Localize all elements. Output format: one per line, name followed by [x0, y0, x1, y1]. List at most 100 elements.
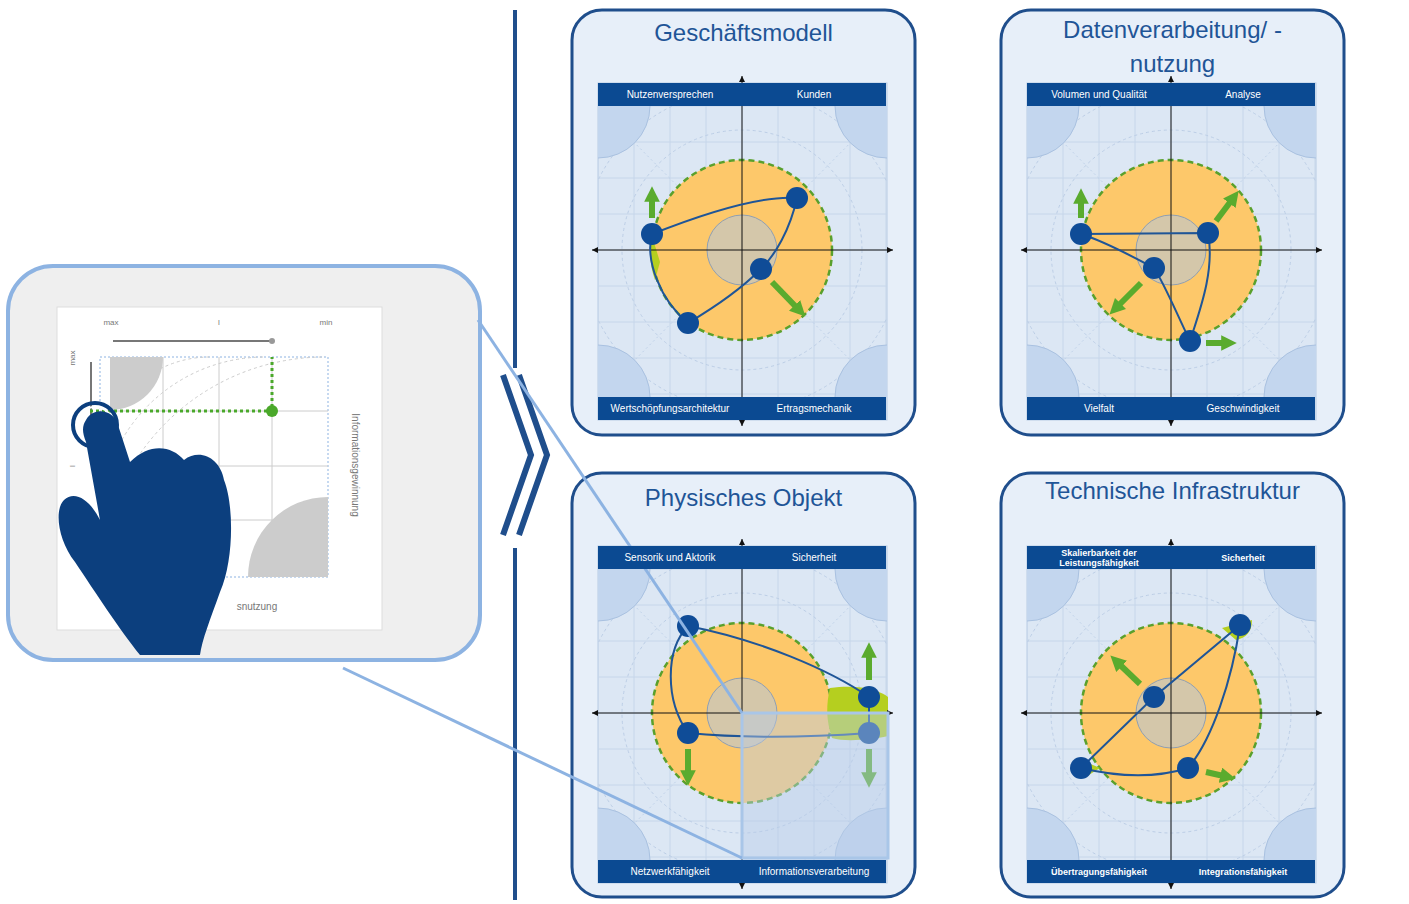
- chart-graphic: [1316, 247, 1322, 253]
- dimension-band: Vielfalt: [1027, 397, 1171, 420]
- chart-card: Technische InfrastrukturSkalierbarkeit d…: [1001, 473, 1344, 897]
- chart-graphic: [1063, 106, 1064, 397]
- zoom-leader: [478, 320, 742, 713]
- chart-graphic: [598, 808, 650, 860]
- chart-graphic: [1264, 106, 1316, 158]
- chart-grid: [1027, 569, 1316, 860]
- profile-point: [1070, 757, 1092, 779]
- dimension-label: Wertschöpfungsarchitektur: [611, 404, 730, 414]
- chart-graphic: [1279, 569, 1280, 860]
- card-title: Technische Infrastruktur: [1001, 474, 1344, 508]
- card-title-text: Geschäftsmodell: [609, 16, 879, 50]
- profile-point: [1197, 222, 1219, 244]
- mini-corner: [248, 497, 328, 577]
- chart-graphic: [1264, 569, 1316, 621]
- chart-graphic: [1316, 710, 1322, 716]
- mini-corner: [110, 357, 163, 410]
- chevron: [519, 375, 547, 535]
- chart-graphic: [1027, 569, 1316, 860]
- chart-grid: [598, 106, 887, 397]
- profile-point: [1070, 223, 1092, 245]
- chart-graphic: [887, 247, 893, 253]
- divider: [513, 10, 517, 368]
- chart-graphic: [592, 247, 598, 253]
- chart-graphic: [1171, 76, 1172, 426]
- chart-graphic: [1279, 106, 1280, 397]
- chart-grid: [1027, 106, 1316, 397]
- chart-graphic: [598, 345, 650, 397]
- dimension-label: Volumen und Qualität: [1051, 90, 1147, 100]
- chart-graphic: [742, 76, 743, 426]
- dimension-band: Integrationsfähigkeit: [1171, 860, 1315, 883]
- direction-arrow: [1116, 661, 1140, 684]
- profile-point: [1143, 257, 1165, 279]
- chart-graphic: [1168, 883, 1174, 889]
- card-title: Datenverarbeitung/ -nutzung: [1001, 13, 1344, 81]
- dimension-label: Skalierbarkeit der Leistungsfähigkeit: [1030, 548, 1168, 568]
- mini-selection: [90, 357, 272, 411]
- dimension-label: Informationsverarbeitung: [759, 867, 870, 877]
- chart-graphic: [1027, 106, 1079, 158]
- profile-point: [641, 223, 663, 245]
- chart-graphic: [1027, 808, 1079, 860]
- chart-graphic: [739, 76, 745, 82]
- profile-point: [677, 312, 699, 334]
- profile-point: [677, 722, 699, 744]
- card-title-text: Physisches Objekt: [609, 481, 879, 515]
- dimension-label: Ertragsmechanik: [776, 404, 851, 414]
- chart-graphic: [835, 106, 887, 158]
- direction-arrow: [1206, 772, 1228, 777]
- direction-arrow: [685, 749, 691, 778]
- chart-graphic: [1264, 808, 1316, 860]
- dimension-label: Analyse: [1225, 90, 1261, 100]
- gap-area: [1081, 620, 1252, 778]
- chart-graphic: [634, 106, 635, 397]
- profile-point: [858, 686, 880, 708]
- direction-arrow: [1115, 283, 1141, 309]
- hand-icon: [59, 411, 231, 655]
- profile-point: [750, 258, 772, 280]
- dimension-band: Sicherheit: [1171, 546, 1315, 569]
- dimension-band: Wertschöpfungsarchitektur: [598, 397, 742, 420]
- axis-label: Informationsgewinnung: [350, 413, 361, 516]
- chart-graphic: [835, 569, 887, 621]
- direction-arrow: [1078, 196, 1084, 218]
- dimension-label: Geschwindigkeit: [1207, 404, 1280, 414]
- dimension-label: Übertragungsfähigkeit: [1051, 867, 1147, 877]
- dimension-label: Integrationsfähigkeit: [1199, 867, 1288, 877]
- dimension-label: Sicherheit: [1221, 553, 1265, 563]
- chart-graphic: [739, 420, 745, 426]
- chart-card: Datenverarbeitung/ -nutzungVolumen und Q…: [1001, 10, 1344, 435]
- chart-card: Physisches ObjektSensorik und Aktorik Sic…: [572, 473, 915, 897]
- direction-arrow: [649, 194, 655, 218]
- chart-graphic: [1063, 569, 1064, 860]
- dimension-band: Volumen und Qualität: [1027, 83, 1171, 106]
- profile-line: [650, 198, 797, 323]
- zoom-highlight: [742, 713, 888, 858]
- profile-line: [1081, 625, 1240, 775]
- chart-graphic: [1264, 345, 1316, 397]
- profile-point: [1143, 686, 1165, 708]
- dimension-band: Informationsverarbeitung: [742, 860, 886, 883]
- chart-graphic: [739, 539, 745, 545]
- chart-graphic: [1021, 710, 1027, 716]
- divider: [513, 548, 517, 900]
- dimension-band: Sensorik und Aktorik: [598, 546, 742, 569]
- axis-label: l: [68, 465, 77, 467]
- axis-label: l: [218, 318, 220, 327]
- card-title: Geschäftsmodell: [572, 16, 915, 50]
- profile-point: [786, 187, 808, 209]
- chart-graphic: [634, 569, 635, 860]
- dimension-label: Sensorik und Aktorik: [624, 553, 715, 563]
- dimension-label: Netzwerkfähigkeit: [631, 867, 710, 877]
- card-title-text: Technische Infrastruktur: [1038, 474, 1308, 508]
- chart-graphic: [592, 710, 598, 716]
- dimension-label: Vielfalt: [1084, 404, 1114, 414]
- profile-point: [1177, 757, 1199, 779]
- chart-graphic: [835, 345, 887, 397]
- profile-line: [1081, 233, 1210, 341]
- dimension-band: Sicherheit: [742, 546, 886, 569]
- zoom-leader: [343, 668, 742, 858]
- chart-graphic: [1027, 106, 1316, 397]
- axis-label: max: [68, 350, 77, 365]
